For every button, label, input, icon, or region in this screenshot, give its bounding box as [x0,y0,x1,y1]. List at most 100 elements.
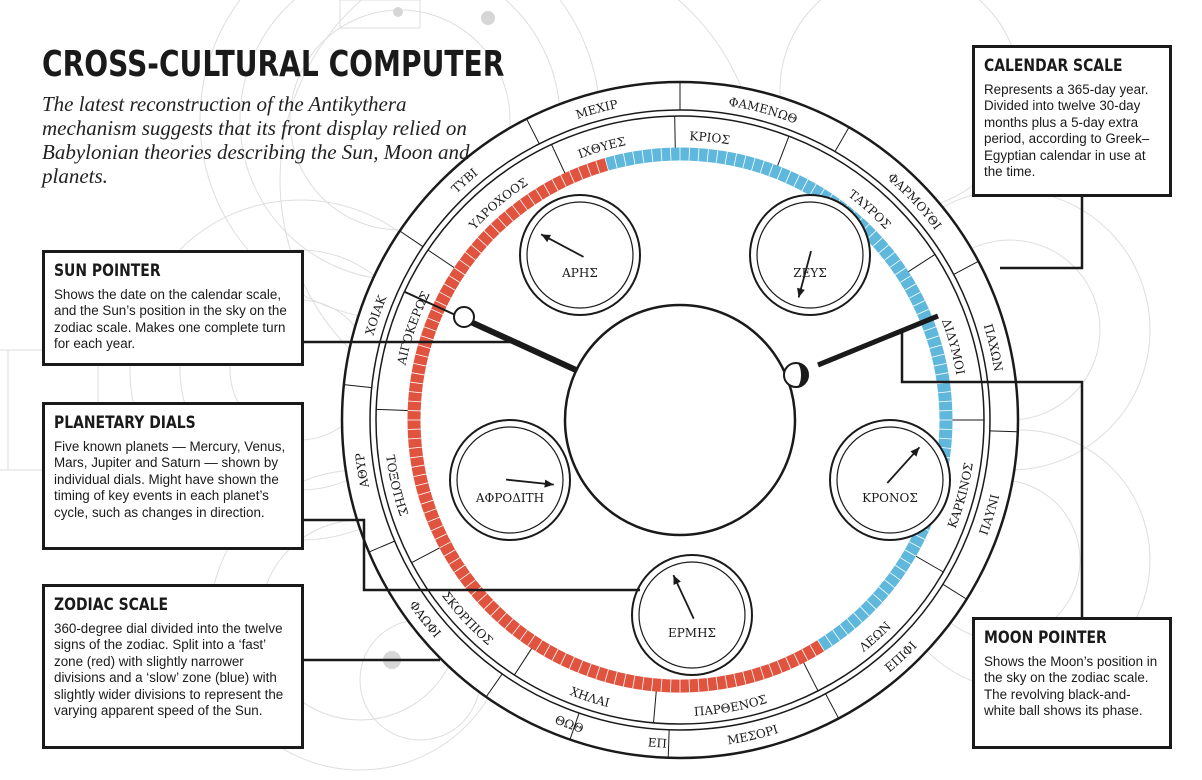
zodiac-division-tick [724,675,728,689]
planet-dial-name: ΚΡΟΝΟΣ [862,491,918,505]
zodiac-division-tick [470,244,482,254]
zodiac-division-tick [894,267,907,276]
zodiac-division-tick [434,300,447,307]
zodiac-division-tick [613,155,618,169]
zodiac-sign-divider [376,408,411,412]
zodiac-division-tick [832,629,841,641]
page-subtitle: The latest reconstruction of the Antikyt… [42,92,470,188]
zodiac-division-tick [543,183,551,196]
zodiac-division-tick [417,491,431,496]
sun-pointer-heading: SUN POINTER [54,261,161,281]
zodiac-division-tick [568,656,575,670]
zodiac-division-tick [420,335,434,341]
zodiac-division-tick [817,639,825,652]
calendar-month-divider [989,430,1018,433]
zodiac-division-tick [651,148,654,162]
zodiac-division-tick [632,151,636,165]
zodiac-division-tick [872,593,883,603]
zodiac-division-tick [411,464,425,468]
calendar-scale-leader [1000,197,1084,270]
zodiac-division-tick [551,648,559,661]
zodiac-division-tick [801,648,809,661]
calendar-month-label: ΕΠ [647,735,667,750]
zodiac-division-tick [448,557,461,565]
moon-pointer-hand [817,313,939,368]
zodiac-division-tick [430,525,444,532]
zodiac-division-tick [660,148,663,162]
zodiac-sign-divider [653,688,657,723]
calendar-month-label: ΑΘΥΡ [353,452,372,490]
zodiac-sign-label-path: ΚΡΙΟΣ [689,129,731,147]
zodiac-division-tick [595,666,601,680]
zodiac-scale-text: 360-degree dial divided into the twelve … [54,621,284,719]
moon-pointer-heading: MOON POINTER [984,628,1107,648]
zodiac-division-tick [697,148,700,162]
zodiac-division-tick [916,308,930,315]
zodiac-division-tick [933,362,947,367]
zodiac-sign-divider [802,660,819,692]
zodiac-division-tick [477,593,488,603]
zodiac-division-tick [904,283,917,291]
zodiac-division-tick [706,148,709,162]
zodiac-division-tick [411,372,425,376]
zodiac-division-tick [511,624,521,635]
planet-dial-arrowhead [544,479,554,488]
calendar-month-label-path: ΑΘΥΡ [353,452,372,490]
zodiac-division-tick [577,660,584,673]
planet-dial-arrowhead [910,447,920,457]
zodiac-division-tick [497,612,507,623]
zodiac-division-tick [439,541,452,549]
zodiac-division-tick [846,618,856,630]
zodiac-division-tick [465,579,476,589]
planet-dial-name: ΑΦΡΟΔΙΤΗ [475,491,544,505]
zodiac-division-tick [889,259,901,268]
zodiac-division-tick [551,179,559,192]
zodiac-division-tick [420,499,434,505]
zodiac-division-tick [490,223,501,234]
zodiac-division-tick [477,237,488,247]
planetary-dials-leader [304,518,640,592]
zodiac-division-tick [776,660,783,673]
calendar-month-divider [942,583,967,600]
zodiac-division-tick [824,634,833,647]
planet-dial-inner [456,426,564,534]
zodiac-division-tick [568,170,575,184]
zodiac-division-tick [465,251,476,261]
sun-pointer-hand [460,315,578,373]
zodiac-division-tick [894,564,907,573]
zodiac-division-tick [839,624,849,635]
sun-pointer-tip [404,291,463,319]
planet-dial-name: ΕΡΜΗΣ [668,626,716,640]
zodiac-division-tick [560,174,567,187]
zodiac-division-tick [453,564,466,573]
zodiac-division-tick [497,217,507,228]
zodiac-division-tick [427,516,440,523]
zodiac-division-tick [859,606,870,617]
zodiac-sign-divider [514,646,534,676]
zodiac-division-tick [408,437,422,440]
zodiac-division-tick [660,678,663,692]
zodiac-division-tick [453,267,466,276]
zodiac-division-tick [878,586,890,596]
zodiac-division-tick [899,275,912,283]
zodiac-division-tick [926,335,940,341]
zodiac-division-tick [913,300,926,307]
zodiac-division-tick [448,275,461,283]
zodiac-division-tick [931,353,945,358]
zodiac-division-tick [809,183,817,196]
calendar-month-label-path: ΕΠ [647,735,667,750]
zodiac-division-tick [899,557,912,565]
zodiac-division-tick [809,644,817,657]
sun-pointer-text: Shows the date on the calendar scale, an… [54,287,287,352]
zodiac-division-tick [793,174,800,187]
moon-pointer-box: MOON POINTER Shows the Moon’s position i… [972,617,1172,749]
zodiac-division-tick [742,155,747,169]
sun-pointer-ball [453,306,475,328]
zodiac-division-tick [908,291,921,299]
zodiac-division-tick [519,629,528,641]
moon-pointer-leader [900,330,1084,617]
zodiac-division-tick [527,193,536,206]
zodiac-division-tick [535,188,543,201]
calendar-month-divider [667,729,670,758]
